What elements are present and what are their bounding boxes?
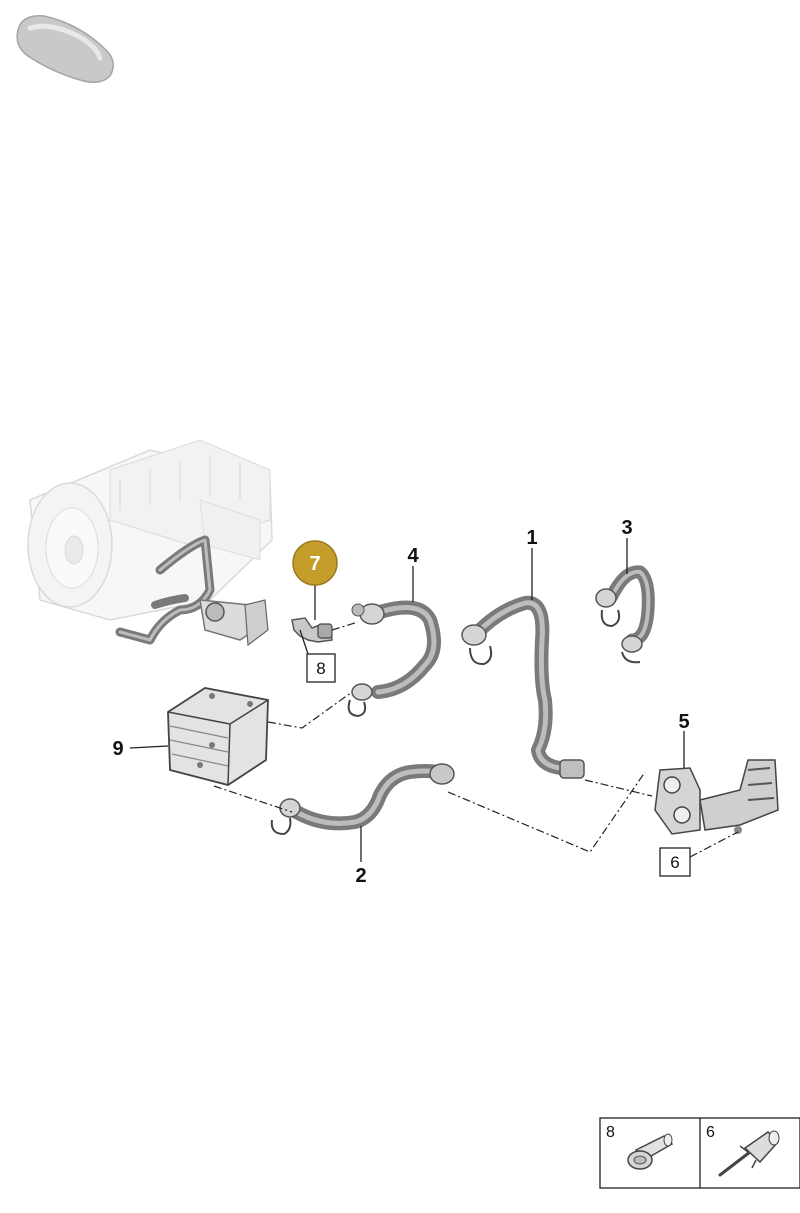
svg-text:6: 6 [706,1124,715,1141]
bolt-icon [627,1133,674,1170]
callout-1[interactable]: 1 [526,527,537,549]
part-3-hose[interactable] [595,565,655,664]
svg-text:5: 5 [678,711,689,733]
svg-text:2: 2 [355,865,366,887]
part-9-heat-exchanger[interactable] [167,687,269,786]
motor-hoses [115,535,269,647]
svg-text:8: 8 [606,1124,615,1141]
svg-text:7: 7 [309,553,320,575]
part-1-hose[interactable] [461,595,585,779]
svg-text:1: 1 [526,527,537,549]
callout-6[interactable]: 6 [659,847,691,877]
hardware-legend: 8 6 [599,1117,800,1189]
connection-lines [213,621,739,858]
car-thumbnail-icon[interactable] [16,15,114,83]
motor-assembly-context [27,439,273,621]
legend-item-8[interactable]: 8 [606,1124,674,1170]
part-8-elbow-connector[interactable] [291,617,333,643]
callout-9[interactable]: 9 [112,738,123,760]
callout-8[interactable]: 8 [306,653,336,683]
leader-lines [129,538,685,862]
callout-3[interactable]: 3 [621,517,632,539]
svg-text:4: 4 [407,545,419,567]
legend-item-6[interactable]: 6 [706,1124,780,1177]
svg-text:9: 9 [112,738,123,760]
callout-7-highlighted[interactable]: 7 [292,540,338,586]
callout-2[interactable]: 2 [355,865,366,887]
part-5-bracket[interactable] [654,759,779,835]
part-2-hose[interactable] [270,763,455,836]
svg-text:8: 8 [316,659,325,678]
svg-text:3: 3 [621,517,632,539]
part-4-hose[interactable] [347,600,441,718]
svg-text:6: 6 [670,853,679,872]
callout-5[interactable]: 5 [678,711,689,733]
callout-4[interactable]: 4 [407,545,419,567]
clip-rivet-icon [718,1130,780,1177]
